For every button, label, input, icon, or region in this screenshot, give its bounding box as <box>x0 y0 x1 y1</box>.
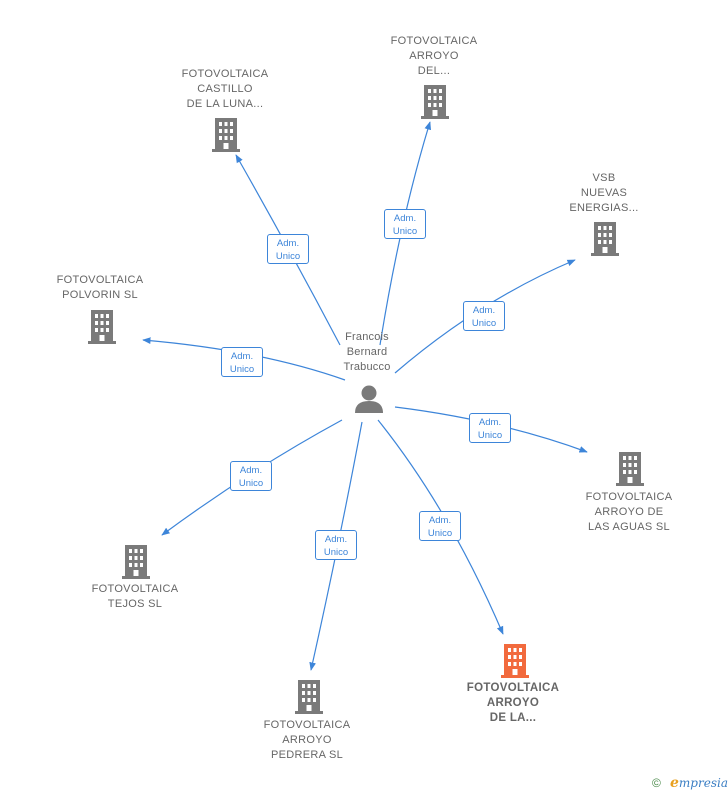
node-label-polvorin[interactable]: FOTOVOLTAICA POLVORIN SL <box>57 273 144 303</box>
node-label-line: ARROYO <box>486 697 540 709</box>
node-label-line: FOTOVOLTAICA <box>390 35 478 47</box>
center-name-line: Francois <box>345 331 389 343</box>
building-icon <box>421 85 449 119</box>
center-name-line: Bernard <box>346 346 388 358</box>
node-label-arroyo-de-la[interactable]: FOTOVOLTAICA ARROYO DE LA... <box>467 681 559 726</box>
node-label-line: DE LA... <box>489 712 537 724</box>
building-icon <box>295 680 323 714</box>
node-label-line: FOTOVOLTAICA <box>56 274 144 286</box>
relation-role: Adm. <box>478 417 502 428</box>
person-icon <box>355 385 383 413</box>
relation-label-castillo[interactable]: Adm. Unico <box>267 234 309 264</box>
relation-label-arroyo-del[interactable]: Adm. Unico <box>384 209 426 239</box>
building-icon <box>88 310 116 344</box>
brand-rest: mpresia <box>678 776 728 790</box>
relation-role: Adm. <box>324 534 348 545</box>
node-label-line: ARROYO DE <box>594 506 664 518</box>
copyright-symbol: © <box>652 776 661 790</box>
relation-role: Adm. <box>472 305 496 316</box>
building-icon <box>122 545 150 579</box>
node-label-line: ENERGIAS... <box>569 202 639 214</box>
node-label-line: FOTOVOLTAICA <box>263 719 351 731</box>
relation-role: Adm. <box>239 465 263 476</box>
relation-type: Unico <box>392 226 418 237</box>
relation-role: Adm. <box>428 515 452 526</box>
node-label-line: FOTOVOLTAICA <box>466 682 560 694</box>
node-label-line: DE LA LUNA... <box>186 98 264 110</box>
building-icon <box>591 222 619 256</box>
relation-label-tejos[interactable]: Adm. Unico <box>230 461 272 491</box>
building-icon <box>212 118 240 152</box>
center-name-line: Trabucco <box>343 361 391 373</box>
relation-type: Unico <box>275 251 301 262</box>
relation-role: Adm. <box>393 213 417 224</box>
node-label-line: VSB <box>592 172 616 184</box>
relation-type: Unico <box>471 318 497 329</box>
node-label-line: NUEVAS <box>580 187 628 199</box>
relation-type: Unico <box>427 528 453 539</box>
node-label-line: FOTOVOLTAICA <box>585 491 673 503</box>
node-label-line: CASTILLO <box>197 83 253 95</box>
node-label-line: FOTOVOLTAICA <box>181 68 269 80</box>
node-label-line: FOTOVOLTAICA <box>91 583 179 595</box>
relation-role: Adm. <box>276 238 300 249</box>
relation-type: Unico <box>477 430 503 441</box>
center-person-label[interactable]: Francois Bernard Trabucco <box>343 330 390 375</box>
node-label-pedrera[interactable]: FOTOVOLTAICA ARROYO PEDRERA SL <box>264 718 351 763</box>
node-label-castillo[interactable]: FOTOVOLTAICA CASTILLO DE LA LUNA... <box>182 67 269 112</box>
relation-type: Unico <box>229 364 255 375</box>
relation-type: Unico <box>323 547 349 558</box>
node-label-line: PEDRERA SL <box>270 749 344 761</box>
node-label-arroyo-del[interactable]: FOTOVOLTAICA ARROYO DEL... <box>391 34 478 79</box>
relation-type: Unico <box>238 478 264 489</box>
relation-label-aguas[interactable]: Adm. Unico <box>469 413 511 443</box>
node-label-tejos[interactable]: FOTOVOLTAICA TEJOS SL <box>92 582 179 612</box>
node-label-line: TEJOS SL <box>107 598 163 610</box>
node-label-line: POLVORIN SL <box>62 289 138 301</box>
node-label-vsb[interactable]: VSB NUEVAS ENERGIAS... <box>569 171 638 216</box>
relation-label-arroyo-de-la[interactable]: Adm. Unico <box>419 511 461 541</box>
relation-label-pedrera[interactable]: Adm. Unico <box>315 530 357 560</box>
node-label-line: LAS AGUAS SL <box>588 521 670 533</box>
building-icon <box>616 452 644 486</box>
brand-logo[interactable]: empresia <box>670 775 728 791</box>
relation-role: Adm. <box>230 351 254 362</box>
relation-label-polvorin[interactable]: Adm. Unico <box>221 347 263 377</box>
node-label-line: DEL... <box>417 65 451 77</box>
node-label-aguas[interactable]: FOTOVOLTAICA ARROYO DE LAS AGUAS SL <box>586 490 673 535</box>
node-label-line: ARROYO <box>409 50 459 62</box>
node-label-line: ARROYO <box>282 734 332 746</box>
brand-initial: e <box>670 775 679 791</box>
building-icon-highlight <box>501 644 529 678</box>
relation-label-vsb[interactable]: Adm. Unico <box>463 301 505 331</box>
